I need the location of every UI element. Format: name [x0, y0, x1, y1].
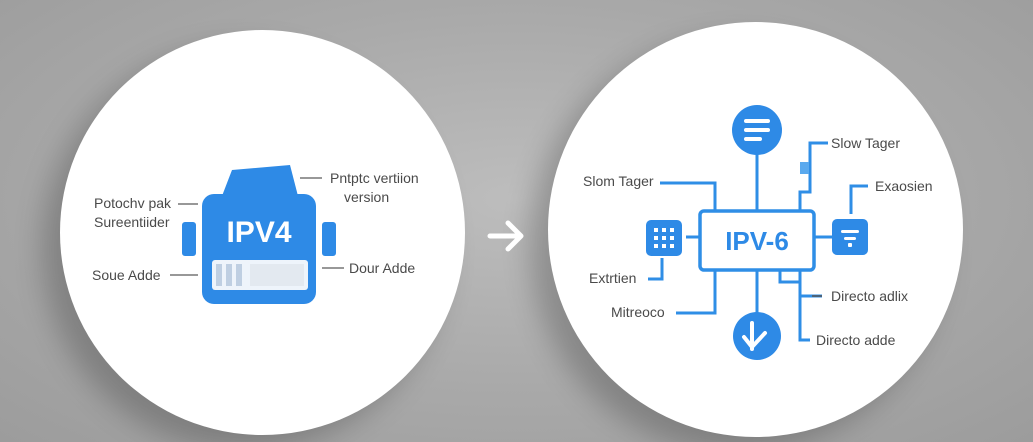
list-icon [732, 105, 782, 155]
label-sureentiider: Sureentiider [94, 214, 170, 230]
label-pntptc-vertiion: Pntptc vertiion [330, 170, 419, 186]
ipv4-chip-label: IPV4 [226, 216, 291, 249]
ipv4-chip: IPV4 [182, 165, 336, 304]
label-soue-adde: Soue Adde [92, 267, 161, 283]
ipv6-connections [648, 141, 868, 342]
label-dour-adde: Dour Adde [349, 260, 416, 276]
ipv6-hub-label: IPV-6 [725, 226, 789, 256]
label-directo-adde: Directo adde [816, 332, 896, 348]
label-exaosien: Exaosien [875, 178, 933, 194]
label-extrtien: Extrtien [589, 270, 637, 286]
label-slow-tager: Slow Tager [831, 135, 901, 151]
label-slom-tager: Slom Tager [583, 173, 654, 189]
chip-right-connector [322, 222, 336, 256]
ipv6-hub [698, 209, 816, 272]
label-version: version [344, 189, 390, 205]
tag-marker-icon [800, 162, 809, 174]
label-directo-adlix: Directo adlix [831, 288, 909, 304]
chip-plate [250, 264, 304, 286]
chip-top-tab [222, 165, 298, 196]
label-mitreoco: Mitreoco [611, 304, 665, 320]
grid-icon [646, 220, 682, 256]
chip-bar [226, 264, 232, 286]
label-potochv-pak: Potochv pak [94, 195, 172, 211]
download-icon [733, 312, 781, 360]
chip-bar [216, 264, 222, 286]
filter-icon [832, 219, 868, 255]
right-arrow-icon [487, 220, 524, 252]
chip-left-connector [182, 222, 196, 256]
chip-bar [236, 264, 242, 286]
